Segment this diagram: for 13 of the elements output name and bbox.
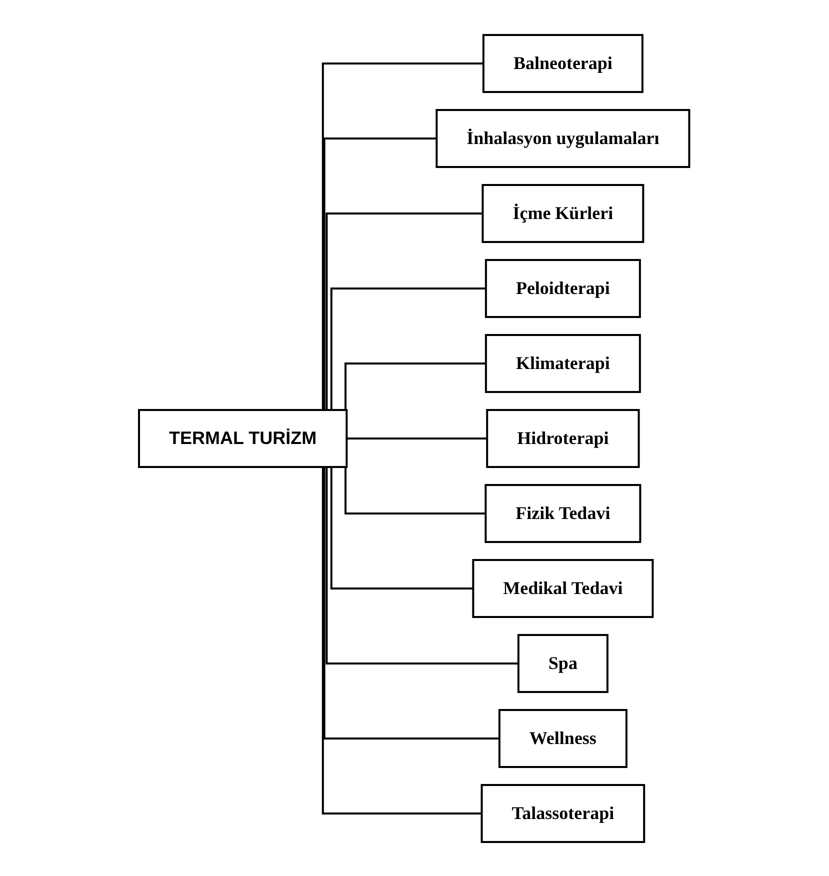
node-box: TERMAL TURİZM	[138, 408, 348, 468]
node-box: İçme Kürleri	[482, 184, 645, 242]
node-box: Peloidterapi	[485, 258, 642, 318]
node-box: Talassoterapi	[481, 784, 646, 842]
node-box: İnhalasyon uygulamaları	[436, 108, 691, 168]
node-box: Hidroterapi	[486, 408, 640, 468]
node-box: Medikal Tedavi	[472, 558, 654, 618]
node-box: Spa	[518, 634, 609, 692]
node-box: Fizik Tedavi	[485, 484, 642, 542]
connector	[347, 437, 488, 439]
node-box: Wellness	[498, 708, 628, 768]
node-box: Klimaterapi	[485, 334, 642, 392]
node-box: Balneoterapi	[482, 34, 644, 92]
